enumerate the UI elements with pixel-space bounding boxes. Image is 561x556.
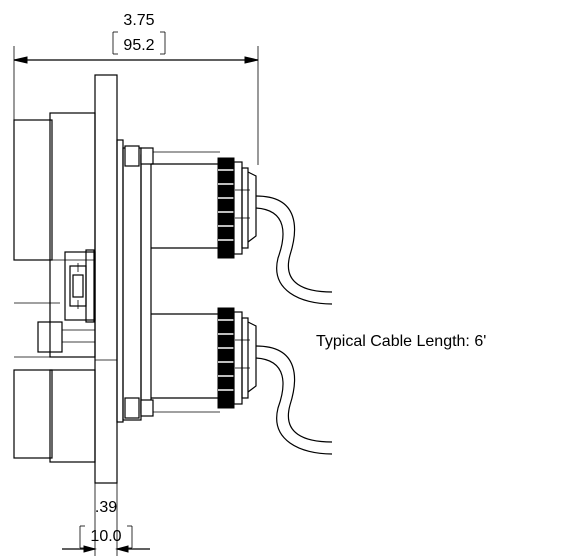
rear-housing: [13, 112, 96, 463]
lower-cable: [255, 345, 333, 455]
flange-thickness-dimension: .39 10.0: [62, 483, 150, 556]
cable-length-note: Typical Cable Length: 6': [316, 333, 486, 350]
overall-width-inch: 3.75: [123, 12, 154, 29]
upper-connector: [151, 157, 257, 259]
overall-width-dimension: 3.75 95.2: [13, 12, 259, 165]
upper-cable: [255, 195, 333, 305]
panel: [122, 145, 220, 421]
mounting-flange: [94, 74, 124, 484]
flange-thickness-inch: .39: [95, 499, 117, 516]
overall-width-mm: 95.2: [123, 37, 154, 54]
latch-connector: [64, 249, 96, 323]
lower-connector: [151, 307, 257, 409]
flange-thickness-mm: 10.0: [90, 528, 121, 545]
